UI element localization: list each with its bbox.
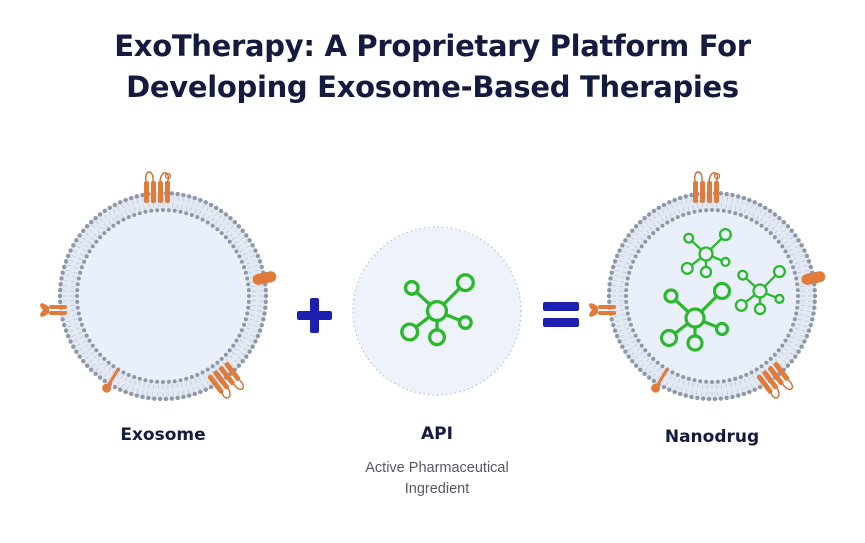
lipid-tails [612,196,812,396]
anchor-protein-icon [651,367,669,393]
transporter-icon [252,271,277,285]
exosome-icon [40,171,277,402]
receptor-icon [144,171,172,203]
api-description-line-1: Active Pharmaceutical [365,460,509,476]
api-label: API [421,424,453,444]
receptor-icon [756,361,793,399]
nanodrug-icon [589,171,826,402]
equals-icon [543,302,579,327]
molecule-icon [659,281,732,352]
receptor-icon [40,303,67,317]
receptor-icon [589,303,616,317]
exosome-label: Exosome [120,425,206,445]
membrane-proteins [40,171,277,399]
receptor-icon [207,361,244,399]
page-title: ExoTherapy: A Proprietary Platform For D… [0,26,865,108]
transporter-icon [801,271,826,285]
molecule-icon [400,273,475,347]
nanodrug-label: Nanodrug [664,427,760,447]
title-line-1: ExoTherapy: A Proprietary Platform For [114,29,751,63]
molecule-icon [734,265,786,316]
api-description-line-2: Ingredient [404,481,470,497]
lumen [626,210,798,382]
lumen [77,210,249,382]
api-description: Active Pharmaceutical Ingredient [337,458,537,500]
lipid-heads [606,190,818,402]
molecule-icon [680,228,732,279]
receptor-icon [693,171,721,203]
api-icon [352,226,522,396]
plus-icon [297,298,332,333]
anchor-protein-icon [102,367,120,393]
membrane-proteins [589,171,826,399]
title-line-2: Developing Exosome-Based Therapies [126,70,739,104]
